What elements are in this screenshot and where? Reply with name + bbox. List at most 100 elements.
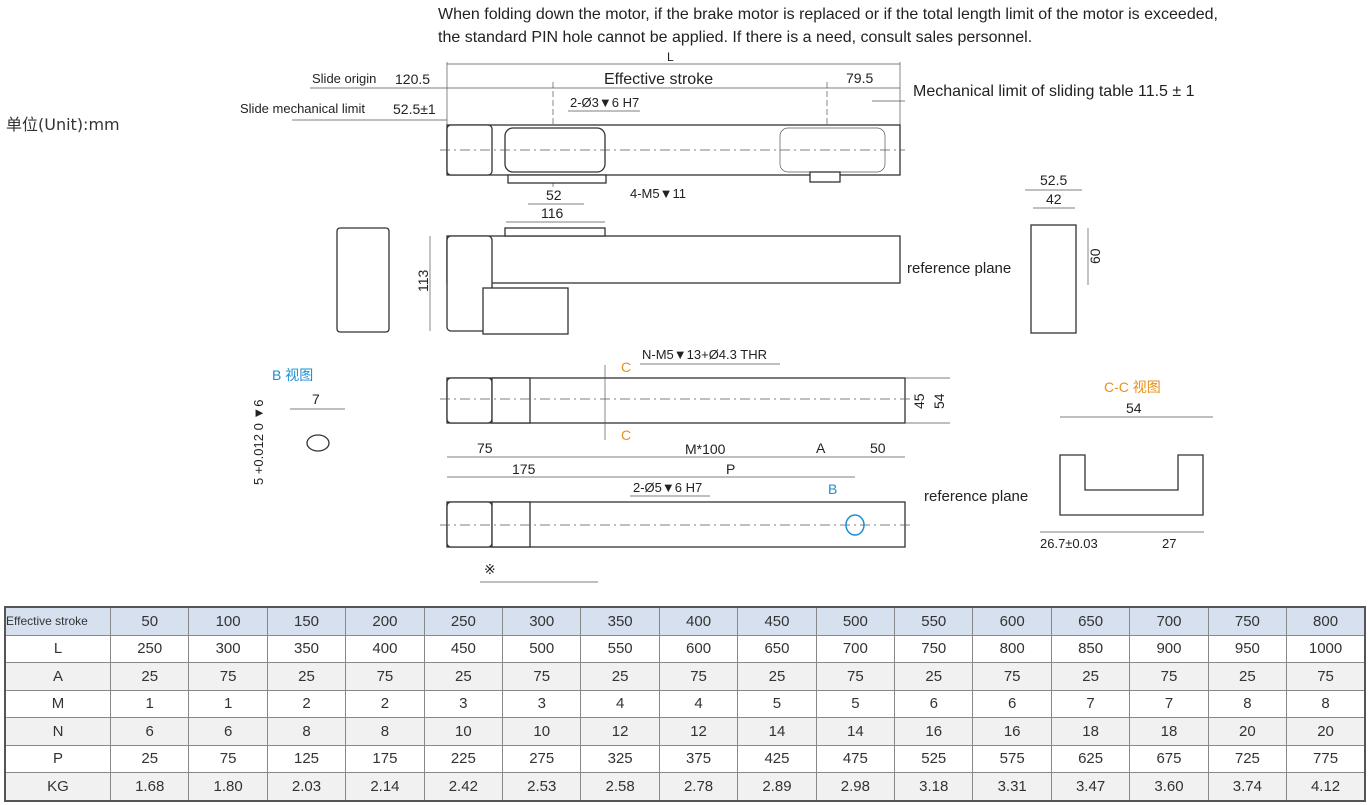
row-label: P bbox=[4, 744, 111, 773]
table-cell: 5 bbox=[737, 689, 817, 718]
note-mark: ※ bbox=[484, 561, 496, 577]
slide-mech-limit-dim: 52.5±1 bbox=[393, 101, 436, 117]
table-cell: 775 bbox=[1286, 744, 1366, 773]
tap-hole-label: 4-M5▼11 bbox=[630, 186, 686, 201]
table-cell: 725 bbox=[1207, 744, 1288, 773]
table-cell: 650 bbox=[737, 634, 817, 663]
table-cell: 800 bbox=[1286, 606, 1366, 636]
table-cell: 700 bbox=[1129, 606, 1209, 636]
table-cell: 4 bbox=[658, 689, 739, 718]
table-cell: 16 bbox=[894, 717, 974, 746]
table-cell: 25 bbox=[423, 662, 504, 691]
table-cell: 3 bbox=[423, 689, 504, 718]
b-view: B 视图 7 5 +0.012 0 ▼6 bbox=[251, 367, 345, 485]
table-cell: 250 bbox=[423, 606, 504, 636]
table-cell: 425 bbox=[737, 744, 817, 773]
slide-mech-limit-label: Slide mechanical limit bbox=[240, 101, 365, 116]
table-cell: 20 bbox=[1286, 717, 1366, 746]
dim-42: 42 bbox=[1046, 191, 1062, 207]
table-cell: 1.80 bbox=[188, 772, 268, 801]
table-cell: 275 bbox=[502, 744, 582, 773]
table-cell: 175 bbox=[345, 744, 425, 773]
table-cell: 50 bbox=[109, 606, 190, 636]
row-label: N bbox=[4, 717, 111, 746]
table-cell: 2.98 bbox=[815, 772, 896, 801]
dim-175: 175 bbox=[512, 461, 536, 477]
table-cell: 75 bbox=[658, 662, 739, 691]
side-view: 113 reference plane bbox=[336, 227, 1011, 335]
cc-dim-54: 54 bbox=[1126, 400, 1142, 416]
table-cell: 6 bbox=[109, 717, 190, 746]
dim-52-5: 52.5 bbox=[1040, 172, 1067, 188]
table-cell: 25 bbox=[109, 744, 190, 773]
row-label: L bbox=[4, 634, 111, 663]
dim-54: 54 bbox=[931, 393, 947, 409]
table-cell: 25 bbox=[266, 662, 347, 691]
table-cell: 2 bbox=[345, 689, 425, 718]
pin-holes-label: 2-Ø5▼6 H7 bbox=[633, 480, 702, 495]
table-cell: 1 bbox=[188, 689, 268, 718]
table-cell: 300 bbox=[502, 606, 582, 636]
table-cell: 25 bbox=[737, 662, 817, 691]
mech-limit-table-label: Mechanical limit of sliding table 11.5 ±… bbox=[913, 83, 1195, 100]
table-cell: 2.03 bbox=[266, 772, 347, 801]
table-cell: 2.58 bbox=[580, 772, 660, 801]
table-cell: 400 bbox=[345, 634, 425, 663]
table-cell: 1 bbox=[109, 689, 190, 718]
table-cell: 450 bbox=[423, 634, 504, 663]
row-label: M bbox=[4, 689, 111, 718]
table-cell: 25 bbox=[109, 662, 190, 691]
pin-hole-label: 2-Ø3▼6 H7 bbox=[570, 95, 639, 110]
table-cell: 25 bbox=[894, 662, 974, 691]
table-cell: 10 bbox=[423, 717, 504, 746]
table-cell: 25 bbox=[1050, 662, 1131, 691]
table-cell: 7 bbox=[1129, 689, 1209, 718]
table-cell: 2.14 bbox=[345, 772, 425, 801]
cc-reference-plane: reference plane bbox=[924, 488, 1028, 505]
table-cell: 3.74 bbox=[1207, 772, 1288, 801]
table-cell: 600 bbox=[972, 606, 1052, 636]
table-cell: 100 bbox=[188, 606, 268, 636]
table-cell: 800 bbox=[972, 634, 1052, 663]
table-cell: 7 bbox=[1050, 689, 1131, 718]
table-cell: 625 bbox=[1050, 744, 1131, 773]
table-cell: 350 bbox=[580, 606, 660, 636]
reference-plane-label: reference plane bbox=[907, 260, 1011, 277]
table-cell: 375 bbox=[658, 744, 739, 773]
table-cell: 8 bbox=[1286, 689, 1366, 718]
table-cell: 12 bbox=[580, 717, 660, 746]
end-view: 52.5 42 60 bbox=[1025, 172, 1103, 334]
end-dim: 79.5 bbox=[846, 70, 873, 86]
table-cell: 75 bbox=[815, 662, 896, 691]
table-cell: 20 bbox=[1207, 717, 1288, 746]
slide-origin-dim: 120.5 bbox=[395, 71, 430, 87]
cc-dim-27: 27 bbox=[1162, 536, 1176, 551]
section-c-bottom: C bbox=[621, 427, 631, 443]
table-cell: 325 bbox=[580, 744, 660, 773]
table-cell: 750 bbox=[1207, 606, 1288, 636]
bottom-view: C C N-M5▼13+Ø4.3 THR 45 54 75 M*100 A 50… bbox=[440, 347, 950, 478]
table-cell: 550 bbox=[580, 634, 660, 663]
dim-113: 113 bbox=[415, 269, 431, 292]
row-label: A bbox=[4, 662, 111, 691]
table-cell: 550 bbox=[894, 606, 974, 636]
table-cell: 575 bbox=[972, 744, 1052, 773]
cc-view: C-C 视图 54 reference plane 26.7±0.03 27 bbox=[924, 379, 1213, 551]
table-cell: 2 bbox=[266, 689, 347, 718]
dim-m100: M*100 bbox=[685, 441, 726, 457]
table-cell: 75 bbox=[1286, 662, 1366, 691]
table-cell: 5 bbox=[815, 689, 896, 718]
table-cell: 18 bbox=[1129, 717, 1209, 746]
table-cell: 2.53 bbox=[502, 772, 582, 801]
table-cell: 750 bbox=[894, 634, 974, 663]
b-marker-circle bbox=[845, 514, 865, 536]
dim-7: 7 bbox=[312, 391, 320, 407]
dim-p: P bbox=[726, 461, 735, 477]
table-cell: 75 bbox=[345, 662, 425, 691]
table-cell: 200 bbox=[345, 606, 425, 636]
row-label: Effective stroke bbox=[4, 606, 111, 636]
